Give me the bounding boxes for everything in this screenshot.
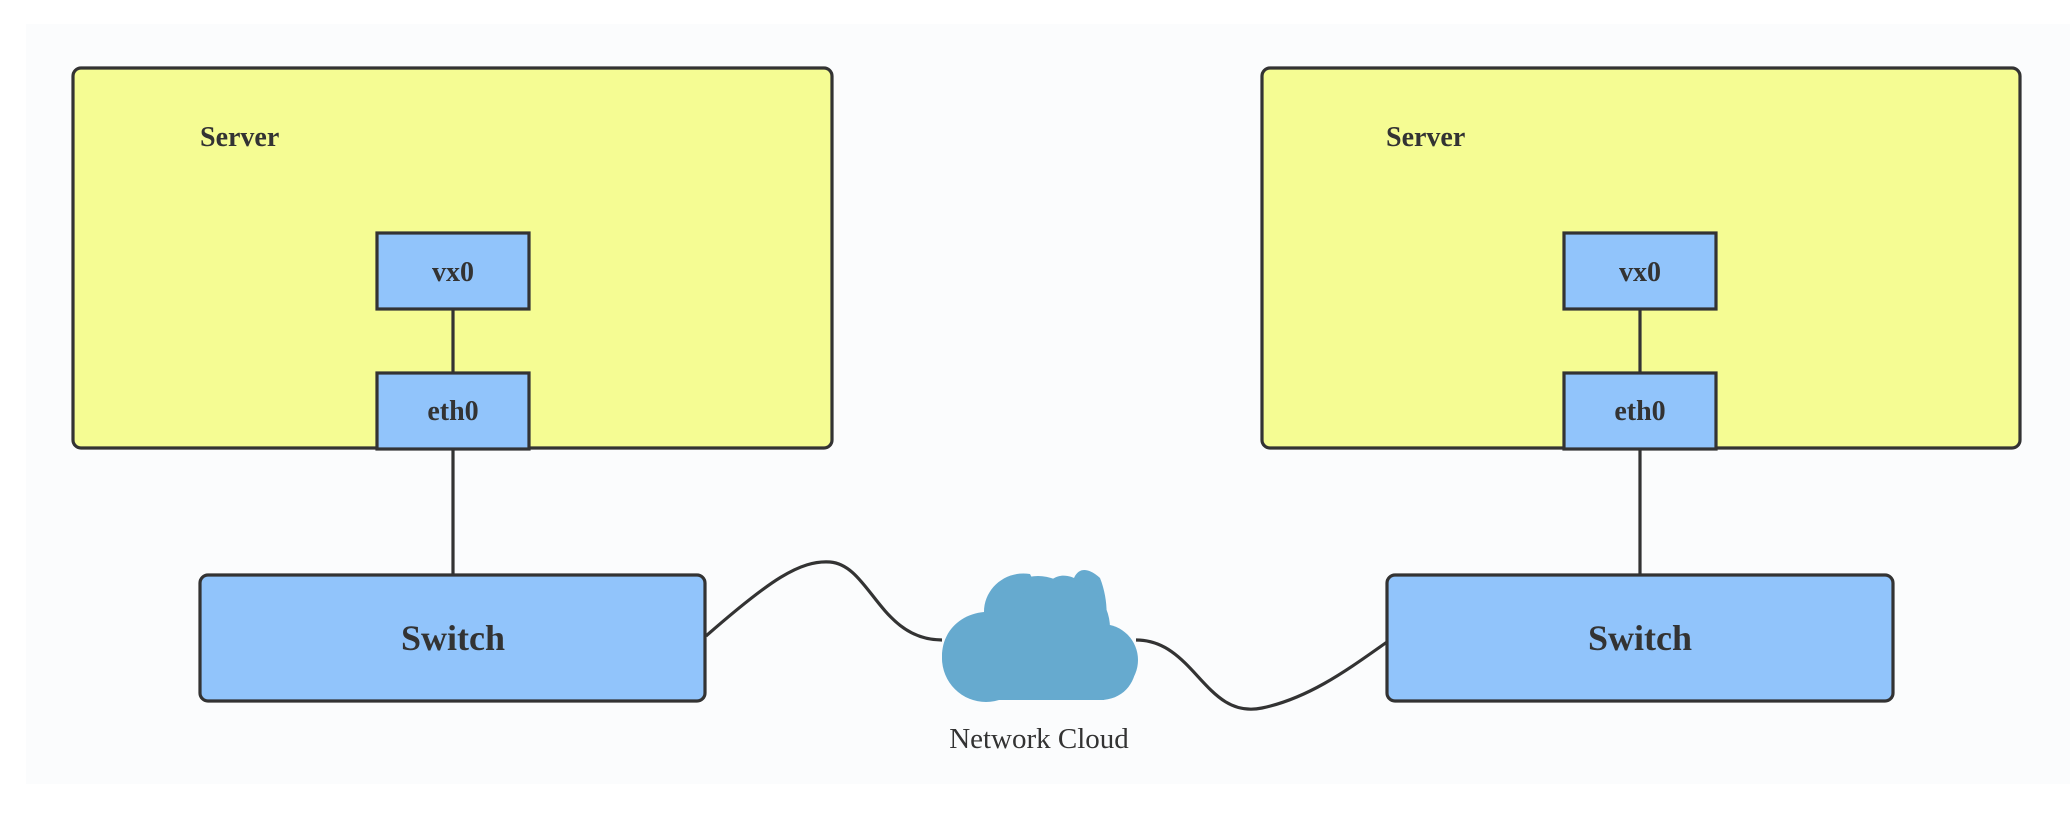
left-vx0-label: vx0 xyxy=(432,257,474,288)
right-eth0-interface[interactable] xyxy=(1562,371,1718,451)
right-switch-cloud-link xyxy=(1135,638,1388,711)
cloud-label: Network Cloud xyxy=(949,723,1129,755)
left-switch-cloud-link xyxy=(704,560,943,642)
right-switch-label: Switch xyxy=(1588,618,1692,658)
right-server-group: Server vx0 eth0 Switch xyxy=(1260,66,2022,703)
right-server-label: Server xyxy=(1386,122,1465,153)
left-switch-label: Switch xyxy=(401,618,505,658)
left-server-group: Server vx0 eth0 Switch xyxy=(71,66,834,703)
network-cloud[interactable]: Network Cloud xyxy=(942,570,1138,755)
left-vx0-interface[interactable] xyxy=(375,231,531,311)
right-eth0-label: eth0 xyxy=(1614,396,1665,427)
left-server-label: Server xyxy=(200,122,279,153)
left-eth0-interface[interactable] xyxy=(375,371,531,451)
left-eth0-label: eth0 xyxy=(427,396,478,427)
right-switch[interactable] xyxy=(1385,573,1895,703)
right-vx0-label: vx0 xyxy=(1619,257,1661,288)
cloud-icon-base xyxy=(986,640,1104,700)
left-switch[interactable] xyxy=(198,573,707,703)
right-vx0-interface[interactable] xyxy=(1562,231,1718,311)
